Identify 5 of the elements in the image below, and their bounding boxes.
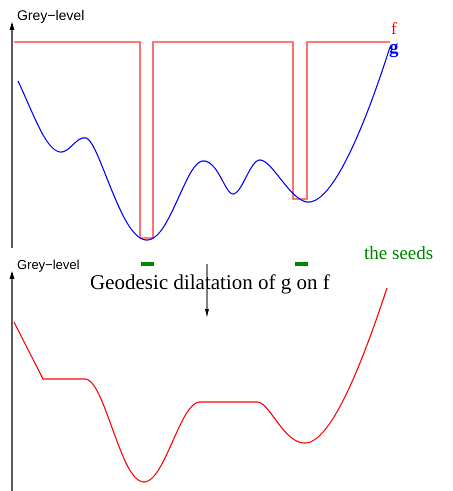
axis-label: Grey−level	[17, 258, 80, 271]
seeds-label: the seeds	[364, 244, 434, 263]
curve-label: f	[391, 20, 397, 37]
axis-label: Grey−level	[17, 8, 84, 22]
curve-label: g	[389, 38, 398, 57]
